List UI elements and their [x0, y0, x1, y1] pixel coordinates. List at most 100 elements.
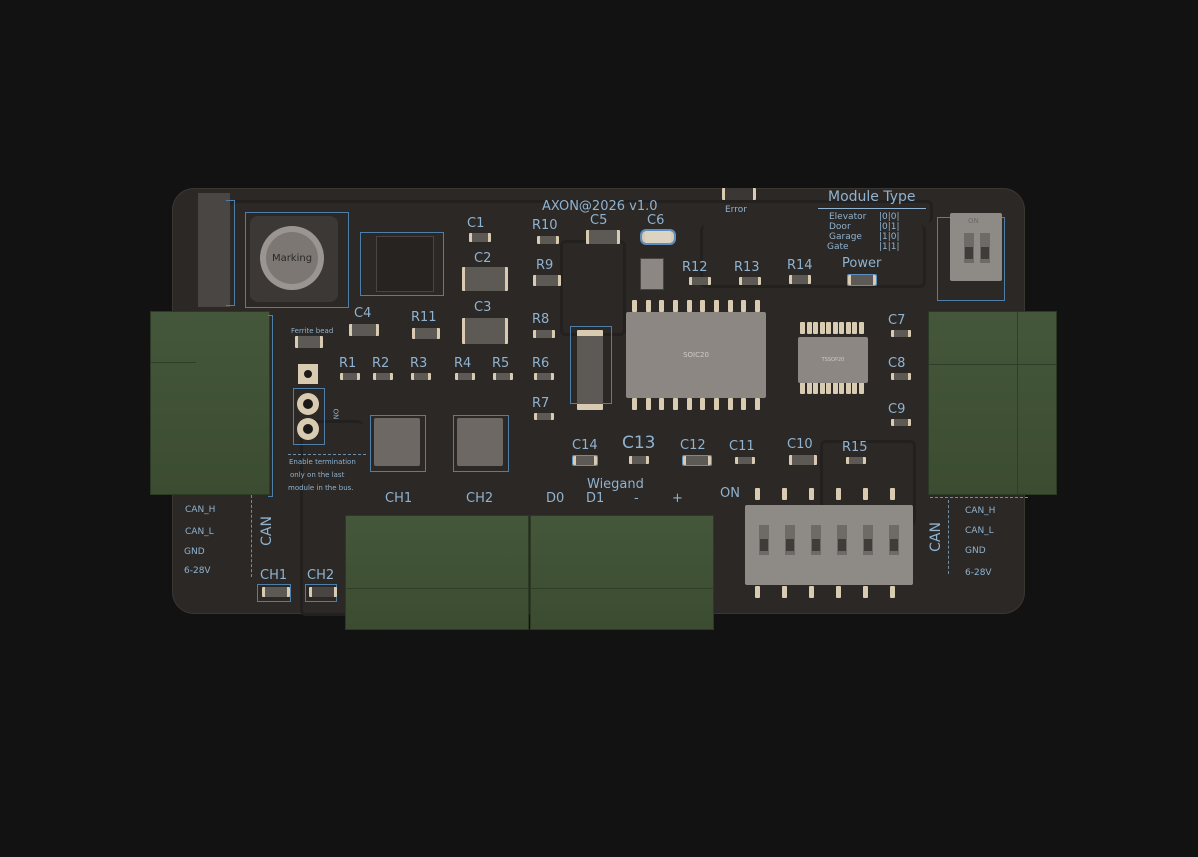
- can-right-title: CAN: [927, 522, 944, 552]
- capacitor: [572, 455, 598, 466]
- capacitor: [891, 419, 911, 426]
- designator-c9: C9: [888, 402, 906, 417]
- resistor: [533, 275, 561, 286]
- module-type-name: Gate: [827, 242, 849, 252]
- designator-c14: C14: [572, 438, 598, 453]
- can-left-title: CAN: [258, 516, 275, 546]
- transistor: [640, 258, 664, 290]
- trace: [230, 200, 933, 223]
- capacitor: [586, 230, 620, 244]
- outline: [370, 415, 426, 472]
- module-type-dip-switch[interactable]: ON: [950, 213, 1002, 281]
- wiegand-pin-label: +: [672, 491, 683, 506]
- led-ch2-label: CH2: [307, 568, 335, 583]
- designator-c2: C2: [474, 251, 492, 266]
- resistor: [789, 275, 811, 284]
- module-type-code: |0|1|: [879, 222, 900, 232]
- divider: [288, 454, 366, 455]
- jumper-pin[interactable]: [297, 418, 319, 440]
- designator-c11: C11: [729, 439, 755, 454]
- module-type-heading: Module Type: [828, 189, 916, 205]
- outline: [257, 584, 291, 602]
- can-left-pin-label: CAN_L: [185, 527, 214, 537]
- can-right-pin-label: CAN_H: [965, 506, 996, 516]
- ic-pins: [800, 322, 864, 334]
- module-type-name: Door: [829, 222, 851, 232]
- jumper-pin[interactable]: [297, 393, 319, 415]
- module-type-name: Garage: [829, 232, 862, 242]
- jumper-on-label: ON: [331, 408, 340, 420]
- ic-tssop20-label: TSSOP20: [821, 357, 845, 363]
- dip-pins: [755, 488, 895, 500]
- error-led: [722, 188, 756, 200]
- capacitor: [462, 267, 508, 291]
- designator-r2: R2: [372, 356, 390, 371]
- capacitor: [462, 318, 508, 344]
- capacitor: [735, 457, 755, 464]
- resistor: [537, 236, 559, 244]
- can-terminal-right: [928, 311, 1057, 495]
- designator-c5: C5: [590, 213, 608, 228]
- designator-r9: R9: [536, 258, 554, 273]
- capacitor: [891, 330, 911, 337]
- pin-header: [198, 193, 230, 307]
- designator-r6: R6: [532, 356, 550, 371]
- designator-r11: R11: [411, 310, 437, 325]
- jumper-outline: [293, 388, 325, 445]
- wiegand-pin-label: -: [634, 491, 639, 506]
- designator-r13: R13: [734, 260, 760, 275]
- resistor: [373, 373, 393, 380]
- diode: [577, 330, 603, 410]
- designator-r12: R12: [682, 260, 708, 275]
- relay-ch2-label: CH2: [466, 491, 494, 506]
- resistor: [340, 373, 360, 380]
- designator-r5: R5: [492, 356, 510, 371]
- can-left-pin-label: GND: [184, 547, 205, 557]
- designator-r1: R1: [339, 356, 357, 371]
- designator-r3: R3: [410, 356, 428, 371]
- module-type-code: |0|0|: [879, 212, 900, 222]
- can-terminal-left: [150, 311, 270, 495]
- designator-c12: C12: [680, 438, 706, 453]
- capacitor: [640, 229, 676, 245]
- resistor: [493, 373, 513, 380]
- relay-terminal: [345, 515, 529, 630]
- designator-c10: C10: [787, 437, 813, 452]
- capacitor: [349, 324, 379, 336]
- trace: [560, 240, 626, 336]
- designator-c4: C4: [354, 306, 372, 321]
- led-ch1: [262, 587, 290, 597]
- designator-c1: C1: [467, 216, 485, 231]
- can-right-pin-label: GND: [965, 546, 986, 556]
- outline: [268, 315, 273, 497]
- ic-pins: [632, 300, 760, 312]
- ferrite-label: Ferrite bead: [291, 327, 334, 335]
- can-left-pin-label: 6-28V: [184, 566, 211, 576]
- resistor: [412, 328, 440, 339]
- wiegand-terminal: [530, 515, 714, 630]
- resistor: [533, 330, 555, 338]
- error-label: Error: [725, 205, 747, 215]
- capacitor: [789, 455, 817, 465]
- ic-soic20-label: SOIC20: [683, 351, 709, 359]
- relay-ch1: [374, 418, 420, 466]
- board-title: AXON@2026 v1.0: [542, 199, 658, 214]
- outline: [226, 200, 235, 306]
- designator-c13: C13: [622, 433, 656, 453]
- designator-r14: R14: [787, 258, 813, 273]
- resistor: [455, 373, 475, 380]
- divider: [948, 500, 949, 574]
- capacitor: [469, 233, 491, 242]
- address-dip-switch[interactable]: [745, 505, 913, 585]
- resistor: [689, 277, 711, 285]
- outline: [245, 212, 349, 308]
- ic-tssop20: TSSOP20: [798, 337, 868, 383]
- divider: [251, 495, 252, 577]
- wiegand-title: Wiegand: [587, 477, 644, 492]
- termination-note: only on the last: [290, 471, 345, 479]
- resistor: [846, 457, 866, 464]
- designator-c7: C7: [888, 313, 906, 328]
- designator-r15: R15: [842, 440, 868, 455]
- inductor: Marking: [250, 216, 338, 302]
- outline: [360, 232, 444, 296]
